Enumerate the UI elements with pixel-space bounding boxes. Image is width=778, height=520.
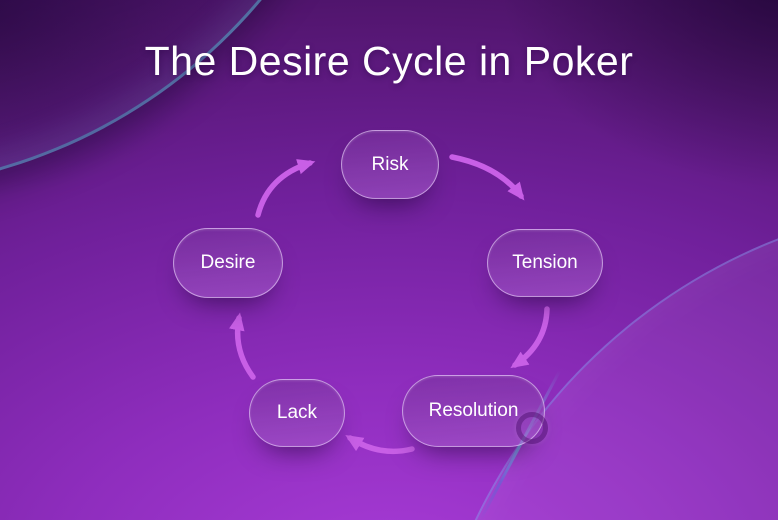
arrow-resolution-to-lack: [345, 434, 415, 455]
cycle-node-label: Tension: [512, 252, 578, 273]
cycle-node-risk: Risk: [341, 130, 439, 199]
cycle-node-lack: Lack: [249, 379, 345, 447]
arrow-tension-to-resolution: [510, 306, 550, 369]
cycle-node-label: Resolution: [428, 400, 519, 421]
cycle-node-label: Desire: [200, 252, 256, 273]
arrow-risk-to-tension: [449, 154, 525, 201]
arrow-desire-to-risk: [255, 159, 316, 218]
page-title: The Desire Cycle in Poker: [144, 38, 634, 84]
cycle-node-resolution: Resolution: [402, 375, 545, 447]
cycle-node-desire: Desire: [173, 228, 283, 298]
cycle-node-label: Lack: [276, 402, 318, 423]
arrow-lack-to-desire: [229, 312, 256, 380]
cycle-node-tension: Tension: [487, 229, 603, 297]
cycle-node-label: Risk: [371, 153, 409, 175]
